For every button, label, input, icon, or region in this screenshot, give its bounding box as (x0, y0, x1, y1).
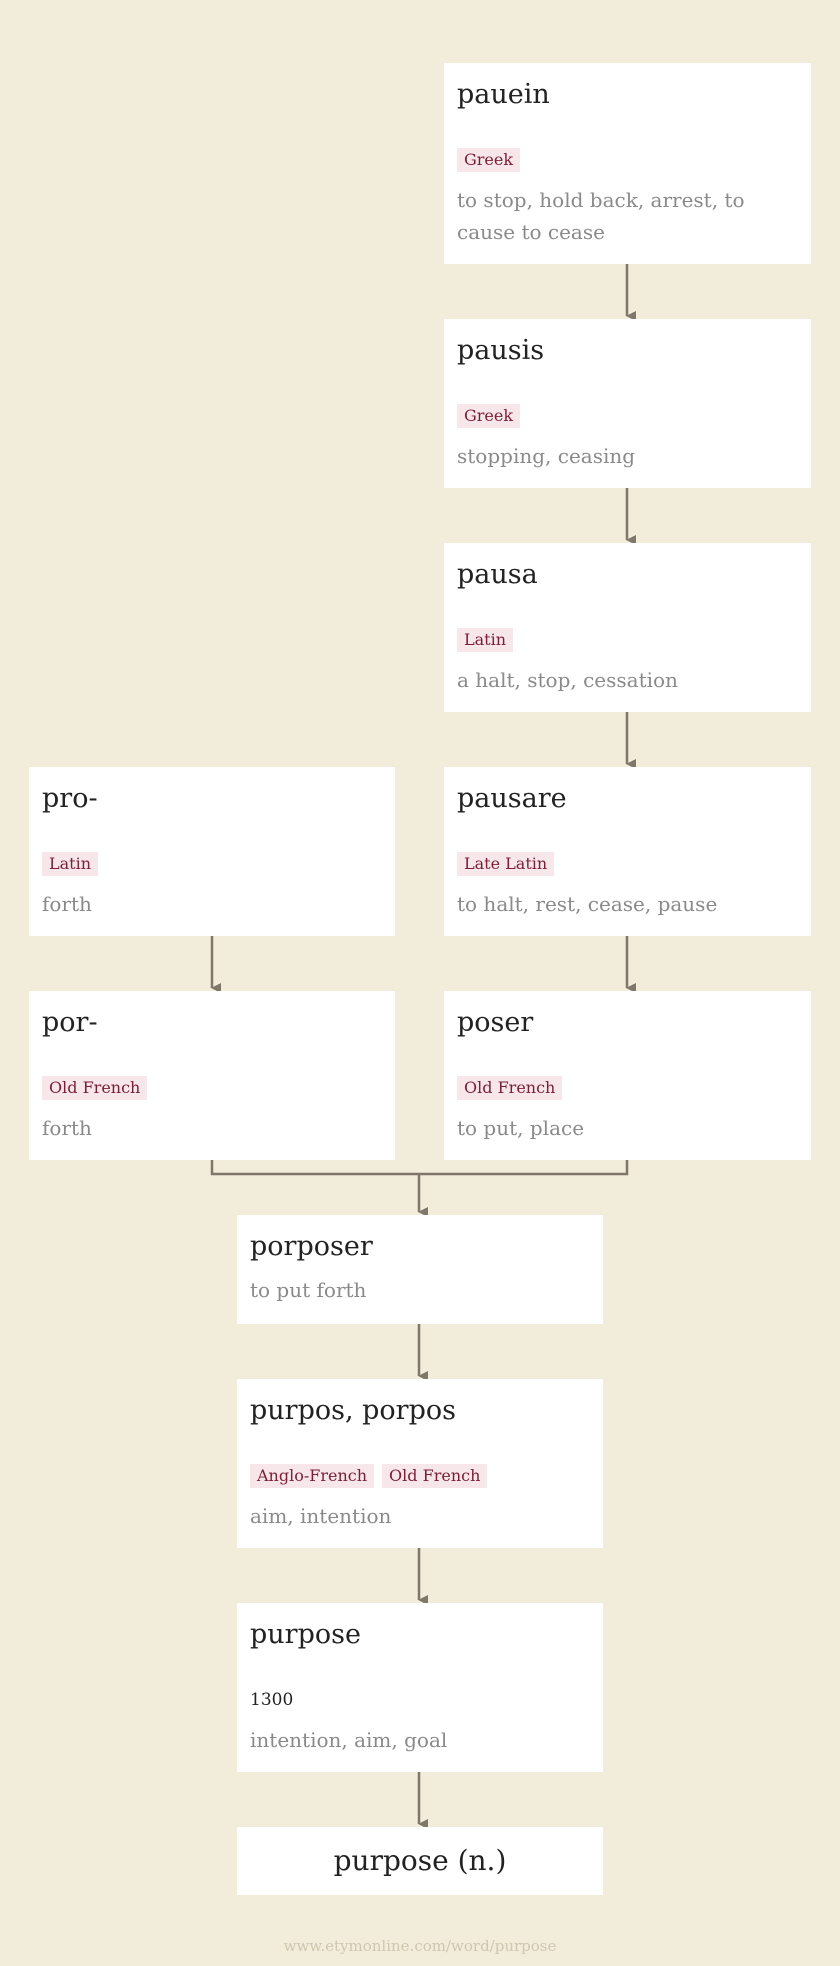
node-gloss: a halt, stop, cessation (457, 668, 678, 692)
node-year: 1300 (250, 1690, 294, 1710)
language-tag: Greek (457, 148, 521, 172)
merge-bracket (210, 1160, 629, 1176)
node-word: porposer (250, 1231, 373, 1262)
node-pro[interactable]: pro- Latin forth (29, 767, 395, 936)
node-por[interactable]: por- Old French forth (29, 991, 395, 1160)
node-gloss: to stop, hold back, arrest, to cause to … (457, 188, 745, 244)
node-word: poser (457, 1007, 534, 1038)
source-url: www.etymonline.com/word/purpose (283, 1937, 557, 1955)
node-word: pro- (42, 783, 98, 814)
node-gloss: to put, place (457, 1116, 585, 1140)
node-gloss: aim, intention (250, 1504, 392, 1528)
node-purpose-n[interactable]: purpose (n.) (237, 1827, 603, 1895)
node-word: pausis (457, 335, 545, 366)
node-poser[interactable]: poser Old French to put, place (444, 991, 811, 1160)
language-tag: Latin (457, 628, 514, 652)
node-gloss: to put forth (250, 1278, 367, 1302)
language-tag: Anglo-French (250, 1464, 375, 1488)
language-tag: Old French (42, 1076, 148, 1100)
node-word: pausa (457, 559, 538, 590)
node-word: por- (42, 1007, 98, 1038)
node-word: pauein (457, 79, 550, 110)
node-purpose[interactable]: purpose 1300 intention, aim, goal (237, 1603, 603, 1772)
node-gloss: forth (42, 1116, 92, 1140)
node-pausis[interactable]: pausis Greek stopping, ceasing (444, 319, 811, 488)
node-pauein[interactable]: pauein Greek to stop, hold back, arrest,… (444, 63, 811, 264)
node-gloss: forth (42, 892, 92, 916)
node-porposer[interactable]: porposer to put forth (237, 1215, 603, 1324)
language-tag: Latin (42, 852, 99, 876)
node-gloss: to halt, rest, cease, pause (457, 892, 718, 916)
language-tag: Late Latin (457, 852, 555, 876)
node-gloss: intention, aim, goal (250, 1728, 448, 1752)
node-purpos[interactable]: purpos, porpos Anglo-French Old French a… (237, 1379, 603, 1548)
node-word: purpose (n.) (333, 1844, 507, 1877)
node-word: purpose (250, 1619, 361, 1650)
language-tag: Greek (457, 404, 521, 428)
node-word: purpos, porpos (250, 1395, 456, 1426)
language-tag: Old French (382, 1464, 488, 1488)
node-pausa[interactable]: pausa Latin a halt, stop, cessation (444, 543, 811, 712)
node-word: pausare (457, 783, 567, 814)
node-pausare[interactable]: pausare Late Latin to halt, rest, cease,… (444, 767, 811, 936)
node-gloss: stopping, ceasing (457, 444, 636, 468)
language-tag: Old French (457, 1076, 563, 1100)
